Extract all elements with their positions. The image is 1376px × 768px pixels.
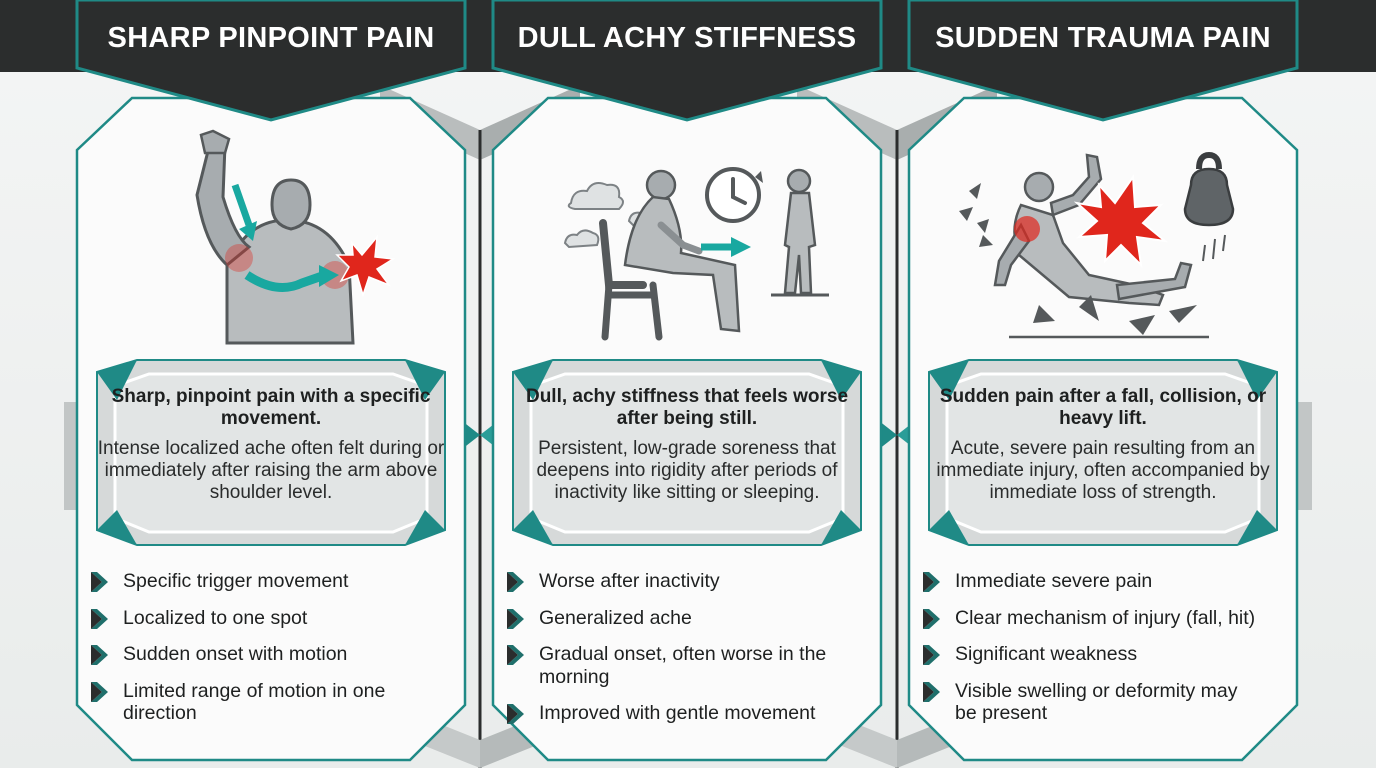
- list-item: Specific trigger movement: [87, 570, 427, 593]
- list-item: Immediate severe pain: [919, 570, 1259, 593]
- list-item: Localized to one spot: [87, 607, 427, 630]
- chevron-right-icon: [921, 608, 945, 630]
- symptom-list: Worse after inactivity Generalized ache …: [503, 570, 843, 739]
- column-sudden-trauma-pain: SUDDEN TRAUMA PAIN Sudden pain after a f…: [869, 0, 1337, 768]
- list-item: Clear mechanism of injury (fall, hit): [919, 607, 1259, 630]
- list-item: Gradual onset, often worse in the mornin…: [503, 643, 843, 688]
- chevron-right-icon: [921, 571, 945, 593]
- seated-figure-stiffness-icon: [563, 167, 829, 341]
- chevron-right-icon: [505, 608, 529, 630]
- column-title: DULL ACHY STIFFNESS: [517, 22, 857, 54]
- list-item: Generalized ache: [503, 607, 843, 630]
- chevron-right-icon: [89, 644, 113, 666]
- list-item: Visible swelling or deformity may be pre…: [919, 680, 1259, 725]
- symptom-description: Intense localized ache often felt during…: [97, 438, 445, 503]
- panel-frame: [491, 0, 883, 762]
- symptom-list: Specific trigger movement Localized to o…: [87, 570, 427, 739]
- list-item: Limited range of motion in one direction: [87, 680, 427, 725]
- symptom-headline: Dull, achy stiffness that feels worse af…: [525, 386, 849, 429]
- symptom-description: Acute, severe pain resulting from an imm…: [936, 438, 1270, 503]
- chevron-right-icon: [505, 571, 529, 593]
- symptom-list: Immediate severe pain Clear mechanism of…: [919, 570, 1259, 739]
- chevron-right-icon: [505, 644, 529, 666]
- list-item: Significant weakness: [919, 643, 1259, 666]
- chevron-right-icon: [89, 571, 113, 593]
- chevron-right-icon: [89, 681, 113, 703]
- column-sharp-pinpoint-pain: SHARP PINPOINT PAIN Sharp, pinpoint pain…: [37, 0, 505, 768]
- list-item: Worse after inactivity: [503, 570, 843, 593]
- column-title: SHARP PINPOINT PAIN: [107, 22, 435, 54]
- falling-figure-trauma-icon: [959, 151, 1235, 339]
- raised-arm-shoulder-pain-icon: [195, 129, 396, 345]
- column-dull-achy-stiffness: DULL ACHY STIFFNESS Dull, achy stiffness…: [453, 0, 921, 768]
- chevron-right-icon: [89, 608, 113, 630]
- symptom-description: Persistent, low-grade soreness that deep…: [536, 438, 838, 503]
- chevron-right-icon: [921, 681, 945, 703]
- list-item: Sudden onset with motion: [87, 643, 427, 666]
- symptom-headline: Sharp, pinpoint pain with a specific mov…: [111, 386, 431, 429]
- symptom-headline: Sudden pain after a fall, collision, or …: [939, 386, 1267, 429]
- chevron-right-icon: [921, 644, 945, 666]
- column-title: SUDDEN TRAUMA PAIN: [935, 22, 1271, 54]
- list-item: Improved with gentle movement: [503, 702, 843, 725]
- chevron-right-icon: [505, 703, 529, 725]
